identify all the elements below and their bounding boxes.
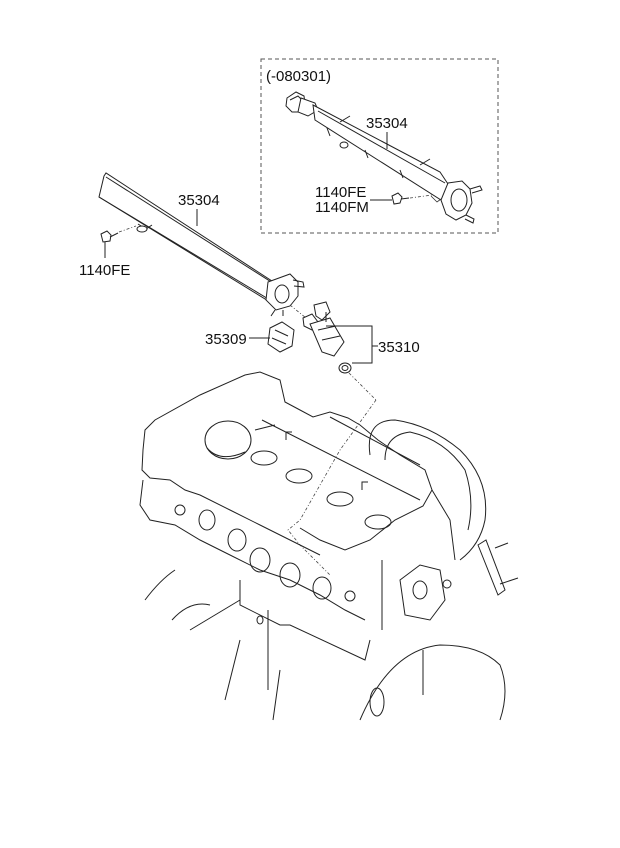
- variant-box-label: (-080301): [266, 68, 331, 85]
- install-guide-line: [287, 399, 377, 576]
- engine-drawing: [139, 371, 519, 721]
- main-fuel-rail-drawing: [98, 172, 305, 317]
- injector-part-label: 35310: [378, 339, 420, 356]
- insulator-part-label: 35309: [205, 331, 247, 348]
- variant-bolt-part-label-1: 1140FE: [315, 184, 366, 201]
- variant-bolt-drawing: [391, 192, 433, 205]
- insulator-drawing: [267, 321, 295, 353]
- injector-bracket-leader: [326, 325, 378, 364]
- variant-box-border: [260, 58, 499, 234]
- variant-box: (-080301) 35304 1140FE 1140FM: [260, 58, 499, 234]
- variant-bolt-part-label-2: 1140FM: [315, 199, 369, 216]
- main-bolt-drawing: [100, 225, 137, 243]
- injector-drawing: [289, 301, 377, 401]
- main-bolt-part-label: 1140FE: [79, 262, 130, 279]
- main-rail-part-label: 35304: [178, 192, 220, 209]
- variant-rail-part-label: 35304: [366, 115, 408, 132]
- variant-fuel-rail-drawing: [285, 91, 483, 224]
